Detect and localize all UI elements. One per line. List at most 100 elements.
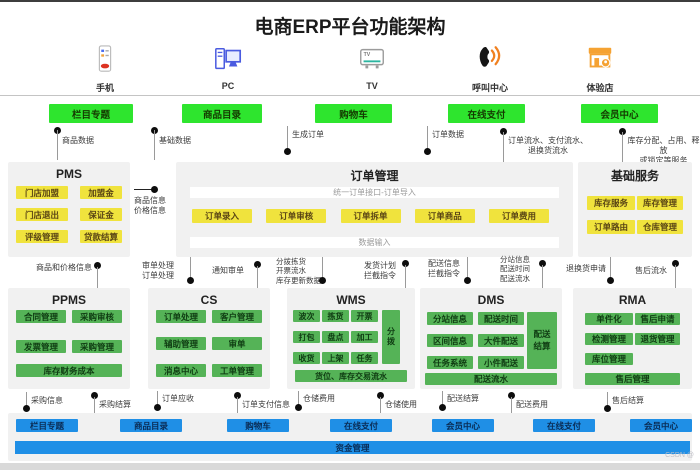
page-title: 电商ERP平台功能架构 — [254, 17, 446, 38]
connector-dot — [234, 392, 241, 399]
connector-dot — [402, 260, 409, 267]
connector-line — [26, 392, 27, 407]
section-title: WMS — [336, 293, 366, 307]
connector-line — [380, 397, 381, 413]
connector-dot — [94, 262, 101, 269]
top-pill-column-topics: 栏目专题 — [49, 104, 133, 123]
connector-label: 商品和价格信息 — [36, 263, 92, 272]
connector-line — [190, 257, 191, 279]
connector-dot — [154, 404, 161, 411]
connector-dot — [23, 405, 30, 412]
connector-label: 退换货申请 — [566, 264, 606, 273]
connector-label: 订单支付信息 — [242, 400, 290, 409]
wms-pill: 盘点 — [322, 331, 349, 343]
connector-label: 生成订单 — [292, 130, 324, 139]
ppms-pill: 采购审核 — [72, 310, 122, 323]
channel-pc: PC — [198, 44, 258, 91]
mobile-icon — [98, 45, 112, 72]
connector-dot — [284, 148, 291, 155]
call-center-icon — [479, 46, 501, 67]
pms-pill: 加盟金 — [80, 186, 122, 199]
watermark: CSDN @ — [665, 452, 694, 459]
rma-pill: 退货管理 — [635, 333, 680, 345]
section-title: RMA — [618, 293, 647, 307]
connector-label: 发货计划 拦截指令 — [364, 261, 396, 280]
dms-pill: 区间信息 — [427, 334, 473, 347]
connector-line — [607, 392, 608, 407]
bottom-pill-online-payment: 在线支付 — [533, 419, 595, 432]
connector-line — [467, 257, 468, 279]
channel-mobile: 手机 — [75, 44, 135, 94]
connector-label: 库存分配、占用、释放 或锁定等服务 — [627, 136, 700, 165]
connector-dot — [619, 128, 626, 135]
connector-dot — [377, 392, 384, 399]
connector-line — [405, 265, 406, 288]
connector-dot — [607, 277, 614, 284]
connector-label: 审单处理 订单处理 — [142, 261, 174, 280]
connector-line — [622, 132, 623, 162]
section-cs: CS 订单处理 客户管理 辅助管理 审单 消息中心 工单管理 — [148, 288, 270, 389]
top-pill-product-catalog: 商品目录 — [182, 104, 262, 123]
wms-pill: 拣货 — [322, 310, 349, 322]
ppms-pill: 发票管理 — [16, 340, 66, 353]
order-pill: 订单费用 — [489, 209, 549, 223]
order-pill: 订单审核 — [266, 209, 327, 223]
section-ppms: PPMS 合同管理 采购审核 发票管理 采购管理 库存财务成本 — [8, 288, 130, 389]
pc-icon — [215, 47, 242, 70]
connector-dot — [151, 186, 158, 193]
wms-wide-pill: 货位、库存交易流水 — [295, 370, 407, 382]
connector-line — [97, 267, 98, 288]
store-icon — [588, 47, 612, 68]
channel-store: 体验店 — [570, 44, 630, 94]
order-pill: 订单商品 — [414, 209, 475, 223]
connector-line — [134, 189, 153, 190]
connector-label: 通知审单 — [212, 266, 244, 275]
cs-pill: 订单处理 — [156, 310, 206, 323]
connector-line — [57, 130, 58, 160]
rma-pill: 单件化 — [585, 313, 633, 325]
connector-label: 配送费用 — [516, 400, 548, 409]
connector-line — [257, 266, 258, 288]
base-pill: 订单路由 — [587, 220, 635, 234]
channel-label: 手机 — [95, 83, 114, 93]
connector-dot — [439, 404, 446, 411]
connector-line — [94, 397, 95, 413]
section-pms: PMS 门店加盟 加盟金 门店退出 保证金 评级管理 贷款结算 — [8, 162, 130, 257]
connector-line — [154, 130, 155, 160]
wms-tall-pill: 分 拨 — [382, 310, 400, 364]
connector-dot — [91, 392, 98, 399]
dms-pill: 配送时间 — [478, 312, 524, 325]
bottom-pill-column-topics: 栏目专题 — [16, 419, 78, 432]
pms-pill: 保证金 — [80, 208, 122, 221]
order-pill: 订单录入 — [192, 209, 252, 223]
channel-label: 呼叫中心 — [471, 83, 508, 93]
ppms-pill: 采购管理 — [72, 340, 122, 353]
channel-call-center: 呼叫中心 — [460, 44, 520, 94]
rma-pill: 售后申请 — [635, 313, 680, 325]
bottom-border — [0, 463, 700, 470]
channel-label: TV — [366, 81, 378, 91]
bottom-pill-member-center: 会员中心 — [630, 419, 692, 432]
top-pill-cart: 购物车 — [315, 104, 392, 123]
base-pill: 库存管理 — [637, 196, 683, 210]
bottom-pill-cart: 购物车 — [227, 419, 289, 432]
channel-tv: TV TV — [342, 44, 402, 91]
connector-line — [237, 397, 238, 413]
wms-pill: 开票 — [351, 310, 378, 322]
connector-line — [610, 257, 611, 279]
top-pill-online-payment: 在线支付 — [448, 104, 525, 123]
connector-dot — [508, 392, 515, 399]
connector-label: 售后流水 — [635, 266, 667, 275]
dms-pill: 任务系统 — [427, 356, 473, 369]
cs-pill: 消息中心 — [156, 364, 206, 377]
connector-line — [442, 391, 443, 406]
rma-pill: 库位管理 — [585, 353, 633, 365]
wms-pill: 波次 — [293, 310, 320, 322]
connector-label: 订单数据 — [432, 130, 464, 139]
connector-label: 商品信息 价格信息 — [134, 196, 166, 215]
connector-dot — [604, 405, 611, 412]
wms-pill: 收货 — [293, 352, 320, 364]
cs-pill: 审单 — [212, 337, 262, 350]
section-title: DMS — [477, 293, 505, 307]
section-dms: DMS 分站信息 配送时间 区间信息 大件配送 任务系统 小件配送 配送 结算 … — [420, 288, 562, 389]
